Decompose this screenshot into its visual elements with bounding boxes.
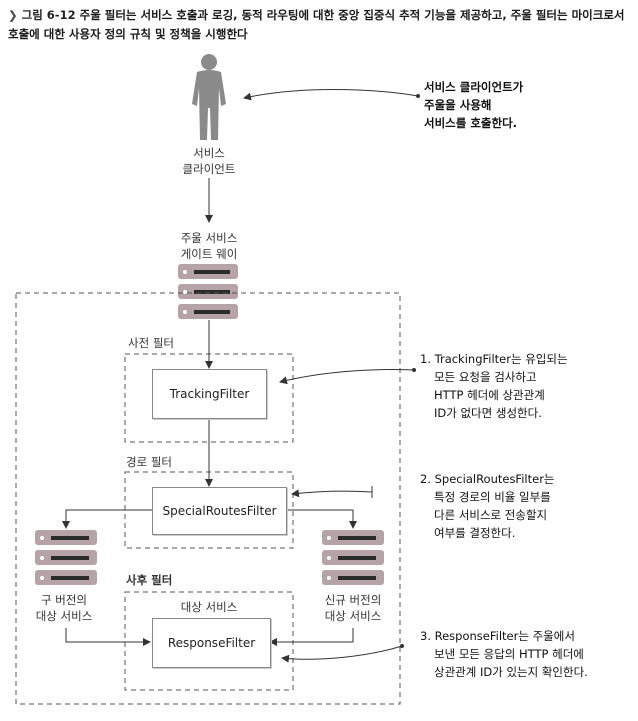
figure-number: 그림 6-12 — [21, 8, 76, 22]
gateway-server-icon — [178, 264, 238, 319]
post-filter-group — [124, 591, 294, 691]
pre-filter-label: 사전 필터 — [128, 336, 174, 350]
old-service-server-icon — [35, 530, 97, 585]
response-filter-box: ResponseFilter — [152, 618, 271, 668]
new-service-to-response-arrow — [269, 628, 354, 646]
annotation-3-pointer — [281, 645, 403, 663]
route-to-old-service-arrow — [62, 509, 153, 529]
caption-line-2: 호출에 대한 사용자 정의 규칙 및 정책을 시행한다 — [8, 27, 248, 41]
person-icon — [192, 54, 226, 140]
service-client-label: 서비스 클라이언트 — [182, 146, 236, 176]
old-service-label: 구 버전의 대상 서비스 — [35, 593, 93, 623]
annotation-1: 1. TrackingFilter는 유입되는 모든 요청을 검사하고 HTTP… — [420, 352, 568, 420]
client-annotation: 서비스 클라이언트가 주울을 사용해 서비스를 호출한다. — [424, 80, 524, 130]
caption-line-1: 주울 필터는 서비스 호출과 로깅, 동적 라우팅에 대한 중앙 집중식 추적 … — [79, 8, 625, 22]
annotation-1-pointer — [279, 369, 415, 385]
annotation-2-pointer — [291, 489, 373, 498]
route-to-new-service-arrow — [286, 509, 357, 529]
figure-caption: ❯그림 6-12 주울 필터는 서비스 호출과 로깅, 동적 라우팅에 대한 중… — [8, 6, 638, 44]
client-annotation-pointer — [243, 89, 419, 101]
old-service-to-response-arrow — [65, 628, 151, 646]
gateway-label: 주울 서비스 게이트 웨이 — [180, 231, 238, 261]
gateway-boundary — [15, 292, 401, 705]
annotation-2: 2. SpecialRoutesFilter는 특정 경로의 비율 일부를 다른… — [420, 472, 555, 540]
chevron-down-icon: ❯ — [8, 8, 18, 22]
special-routes-filter-box: SpecialRoutesFilter — [152, 487, 287, 535]
route-filter-label: 경로 필터 — [126, 455, 172, 469]
post-filter-label: 사후 필터 — [126, 573, 173, 587]
new-service-label: 신규 버전의 대상 서비스 — [324, 593, 382, 623]
target-service-label: 대상 서비스 — [180, 600, 238, 614]
tracking-filter-box: TrackingFilter — [152, 369, 267, 419]
new-service-server-icon — [322, 530, 384, 585]
pointer-dot — [416, 94, 420, 98]
annotation-3: 3. ResponseFilter는 주울에서 보낸 모든 응답의 HTTP 헤… — [420, 629, 588, 679]
